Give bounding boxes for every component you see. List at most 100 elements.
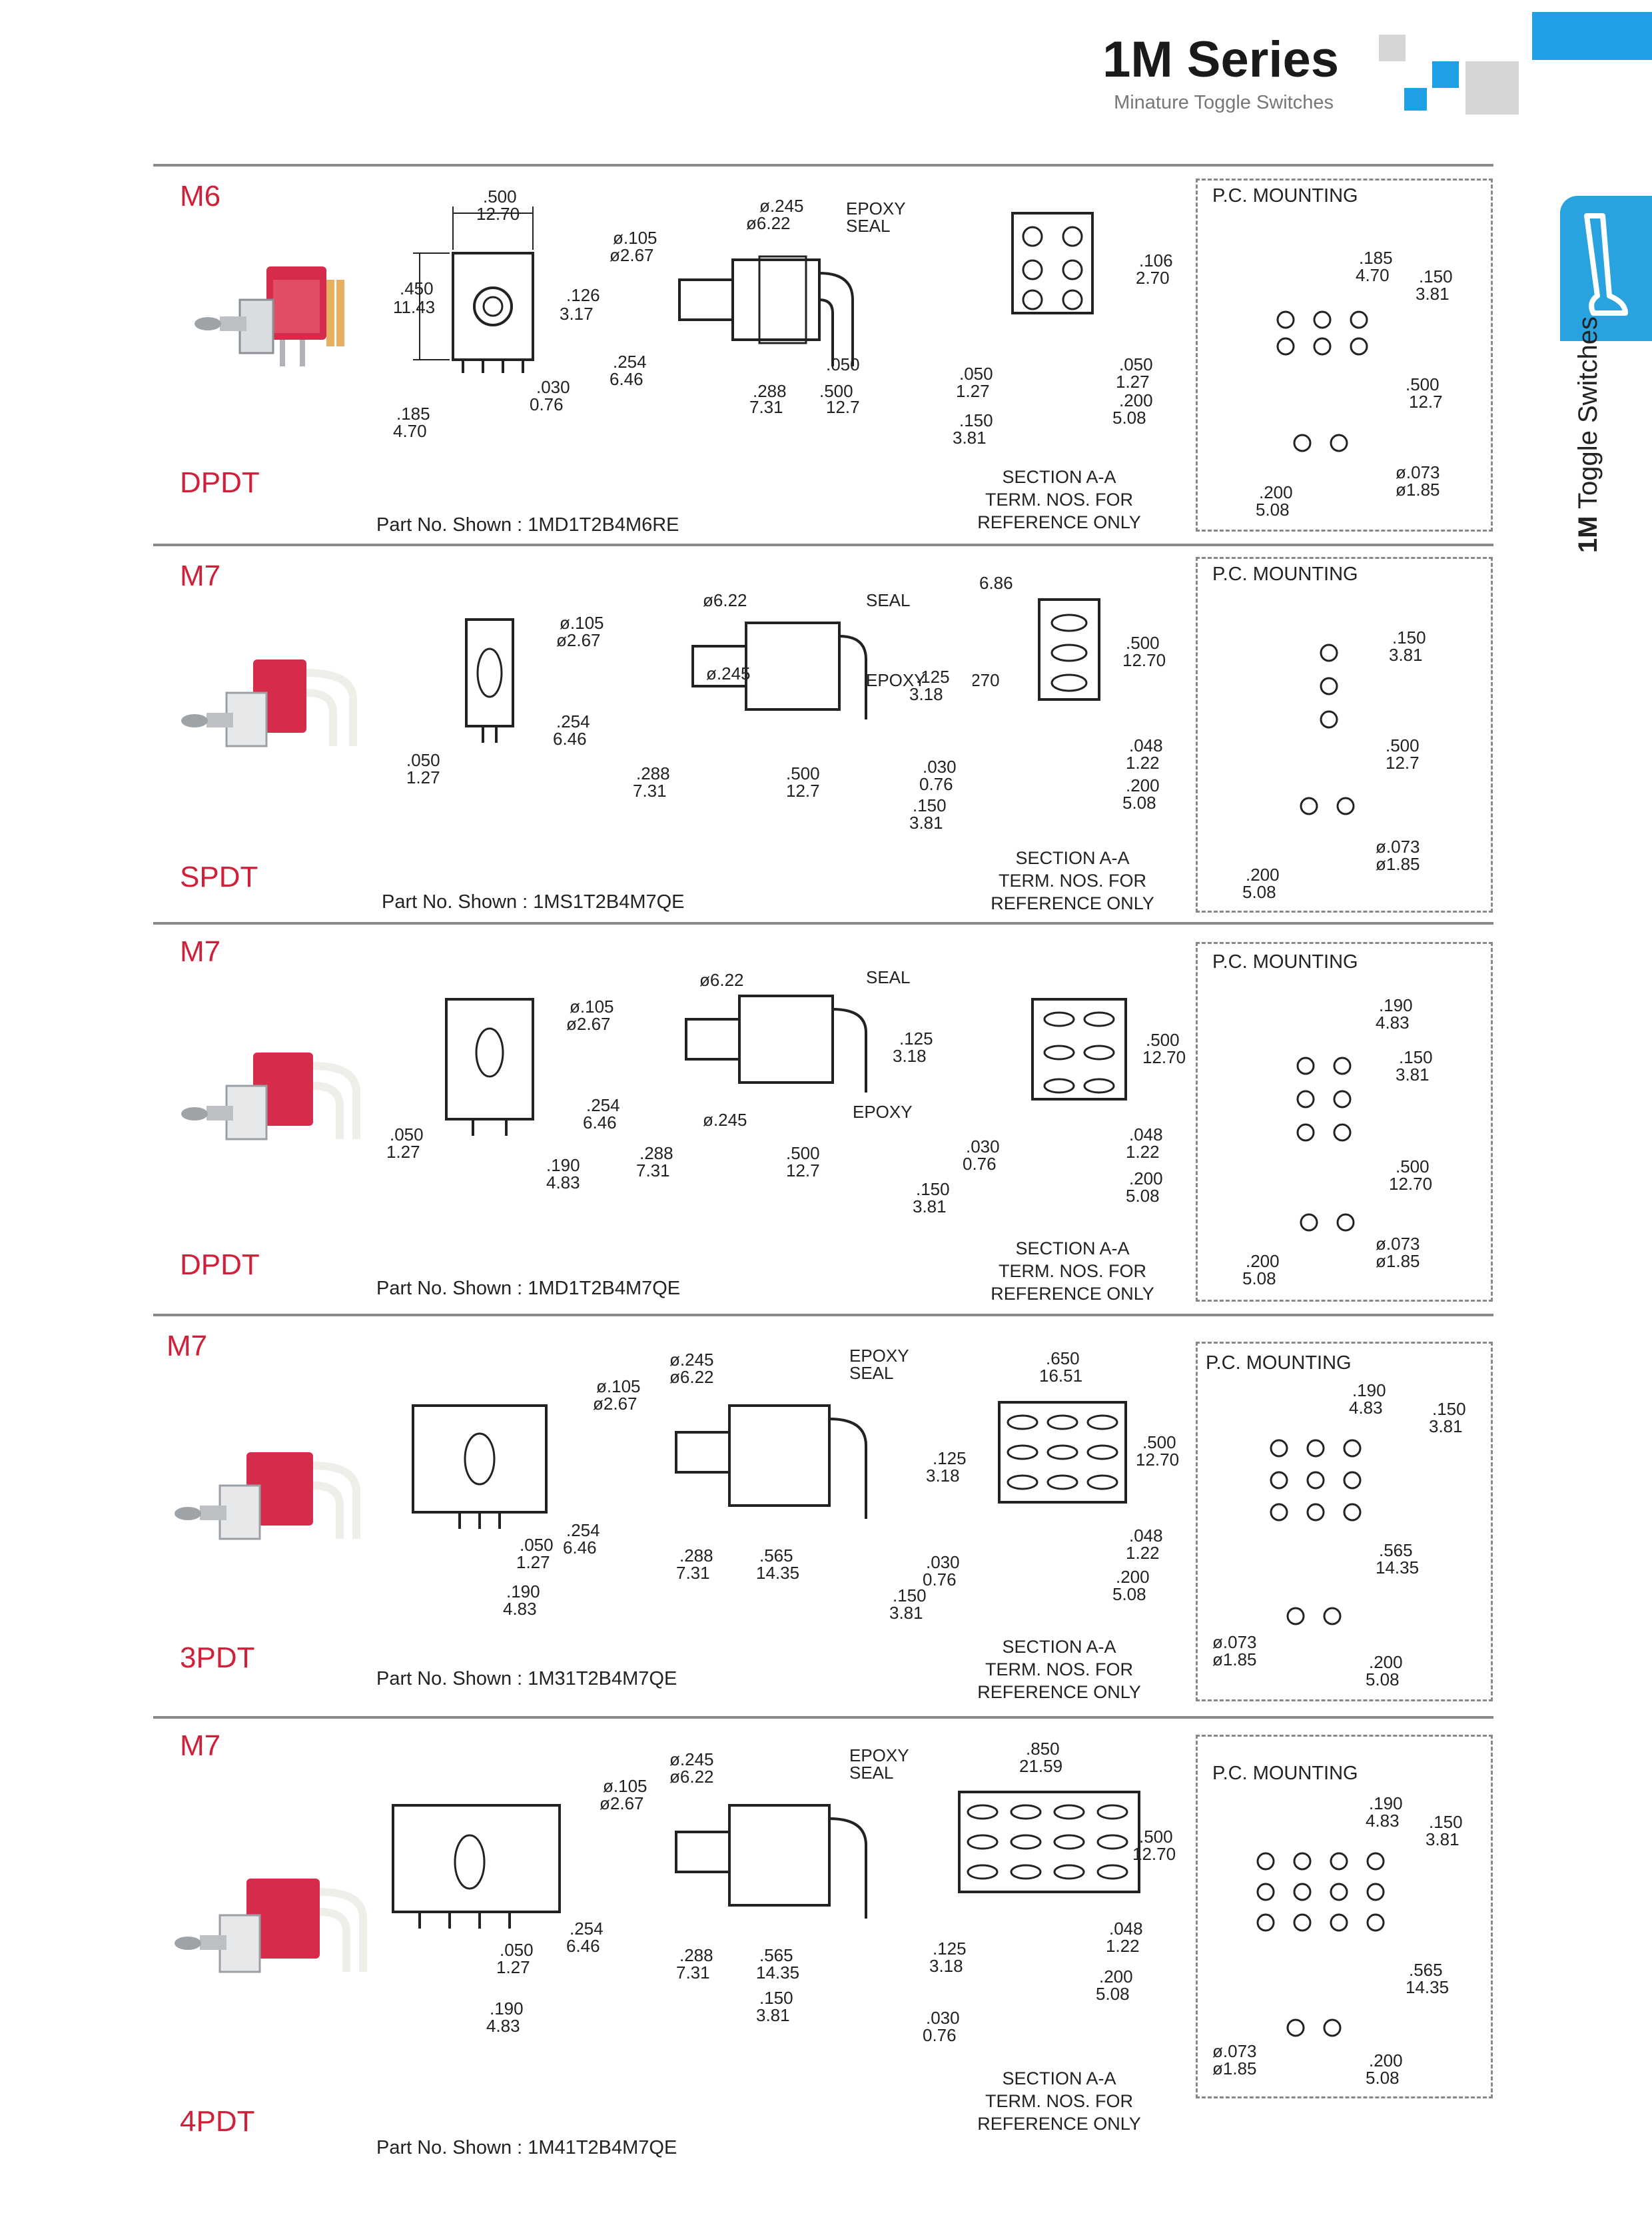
dim-label: .565	[759, 1546, 793, 1565]
dim-label: 12.70	[1122, 650, 1166, 670]
dim-label: 5.08	[1242, 882, 1276, 902]
toggle-lever-icon	[1584, 213, 1628, 316]
dim-label: ø.105	[603, 1776, 647, 1796]
pc-mounting-title: P.C. MOUNTING	[1212, 185, 1358, 207]
logo-square-blue-small	[1432, 61, 1459, 88]
dim-label: ø6.22	[699, 970, 744, 990]
dim-label: .030	[966, 1136, 1000, 1156]
dim-label: .030	[926, 2008, 960, 2028]
dim-label: 5.08	[1112, 1584, 1146, 1604]
seal-label: SEAL	[866, 967, 911, 987]
dim-label: 0.76	[923, 2025, 957, 2045]
dim-label: .030	[926, 1552, 960, 1572]
dim-label: 4.70	[1356, 265, 1390, 285]
dim-label: ø1.85	[1396, 480, 1440, 500]
switch-photo-m6	[195, 266, 344, 366]
dim-label: 14.35	[756, 1963, 799, 1983]
dim-label: 0.76	[963, 1154, 997, 1174]
dim-label: .050	[1119, 354, 1153, 374]
section-4-part-no: Part No. Shown : 1M31T2B4M7QE	[376, 1668, 677, 1689]
dim-label: .190	[1369, 1793, 1403, 1813]
pc-mounting-box	[1196, 179, 1493, 532]
dim-label: .050	[959, 364, 993, 384]
dim-label: 6.46	[553, 729, 587, 749]
pc-mounting-drawing-m6: .185 4.70 .150 3.81 .500 12.7 ø.073 ø1.8…	[1256, 248, 1453, 520]
dim-label: ø.073	[1376, 1234, 1420, 1254]
dim-label: .190	[1352, 1380, 1386, 1400]
dim-label: .850	[1026, 1739, 1060, 1759]
dim-label: .200	[1259, 482, 1293, 502]
section-divider	[153, 922, 1493, 925]
dim-label: 6.86	[979, 573, 1013, 593]
dim-label: .565	[1409, 1960, 1443, 1980]
dim-label: 3.17	[560, 304, 594, 324]
drawing-side-m7-4pdt: ø.245 ø6.22 EPOXY SEAL ø.105 ø2.67 .254 …	[566, 1745, 967, 2045]
section-4-type: 3PDT	[180, 1641, 255, 1674]
dim-label: .565	[759, 1945, 793, 1965]
dim-label: 3.18	[909, 684, 943, 704]
dim-label: .288	[639, 1143, 673, 1163]
dim-label: .050	[406, 750, 440, 770]
side-tab-label: 1M Toggle Switches	[1573, 316, 1603, 553]
dim-label: 1.27	[406, 767, 440, 787]
dim-label: 4.83	[1366, 1811, 1400, 1831]
drawing-terminal-m7-dpdt: .500 12.70 .048 1.22 .200 5.08	[1031, 998, 1186, 1206]
dim-label: 14.35	[1376, 1557, 1419, 1577]
dim-label: .500	[1386, 735, 1420, 755]
logo-square-gray-small	[1379, 35, 1406, 61]
drawing-side-m7-spdt: ø6.22 SEAL ø.105 ø2.67 ø.245 EPOXY .125 …	[553, 590, 957, 833]
dim-label: .030	[536, 377, 570, 397]
dim-label: 3.81	[909, 813, 943, 833]
dim-label: .150	[759, 1988, 793, 2008]
drawing-side-m6: ø.245 ø6.22 EPOXY SEAL ø.105 ø2.67 .050 …	[610, 196, 993, 446]
switch-photo-m7-dpdt	[181, 1053, 360, 1140]
dim-label: .150	[916, 1179, 950, 1199]
pc-mounting-box	[1196, 557, 1493, 913]
dim-label: ø.105	[596, 1376, 641, 1396]
dim-label: ø.105	[570, 997, 614, 1017]
dim-label: 1.27	[956, 381, 990, 401]
dim-label: 3.81	[1416, 284, 1449, 304]
section-4-code: M7	[167, 1330, 208, 1362]
section-1-code: M6	[180, 180, 221, 213]
dim-label: .048	[1109, 1919, 1143, 1939]
drawing-terminal-m7-4pdt: .850 21.59 .500 12.70 .048 1.22 .200 5.0…	[958, 1739, 1176, 2004]
dim-label: 3.81	[756, 2005, 790, 2025]
dim-label: 3.81	[889, 1603, 923, 1623]
dim-label: ø2.67	[593, 1394, 637, 1414]
drawing-front-m7-3pdt: .050 1.27 .190 4.83	[412, 1404, 554, 1619]
dim-label: ø2.67	[600, 1793, 644, 1813]
dim-label: 12.7	[786, 781, 820, 801]
dim-label: .500	[786, 763, 820, 783]
dim-label: 1.27	[516, 1552, 550, 1572]
dim-label: 7.31	[676, 1963, 710, 1983]
dim-label: 21.59	[1019, 1756, 1062, 1776]
dim-label: ø6.22	[746, 213, 791, 233]
dim-label: 4.83	[1376, 1013, 1410, 1033]
section-divider	[153, 1716, 1493, 1719]
drawing-terminal-m7-spdt: 6.86 .270 .500 12.70 .048 1.22 .200 5.08	[973, 573, 1166, 813]
pc-mounting-box	[1196, 1735, 1493, 2098]
dim-label: ø1.85	[1212, 1649, 1257, 1669]
dim-label: 12.7	[786, 1160, 820, 1180]
dim-label: .190	[1379, 995, 1413, 1015]
dim-label: .500	[1396, 1156, 1430, 1176]
dim-label: 7.31	[749, 397, 783, 417]
dim-label: .450	[400, 278, 434, 298]
dim-label: 2.70	[1136, 268, 1170, 288]
pc-mounting-drawing-m7-3pdt: .190 4.83 .150 3.81 .565 14.35 ø.073 ø1.…	[1212, 1380, 1466, 1689]
dim-label: ø.245	[706, 664, 751, 683]
pc-mounting-title: P.C. MOUNTING	[1206, 1352, 1352, 1374]
epoxy-label: EPOXY	[849, 1346, 909, 1366]
dim-label: .200	[1129, 1168, 1163, 1188]
dim-label: 5.08	[1126, 1186, 1160, 1206]
dim-label: 3.81	[913, 1196, 947, 1216]
pc-mounting-title: P.C. MOUNTING	[1212, 951, 1358, 973]
dim-label: 5.08	[1242, 1268, 1276, 1288]
dim-label: .500	[819, 381, 853, 401]
page-subtitle: Minature Toggle Switches	[1114, 92, 1334, 113]
side-tab[interactable]	[1560, 196, 1652, 341]
dim-label: .048	[1129, 1526, 1163, 1546]
dim-label: .200	[1369, 1652, 1403, 1672]
